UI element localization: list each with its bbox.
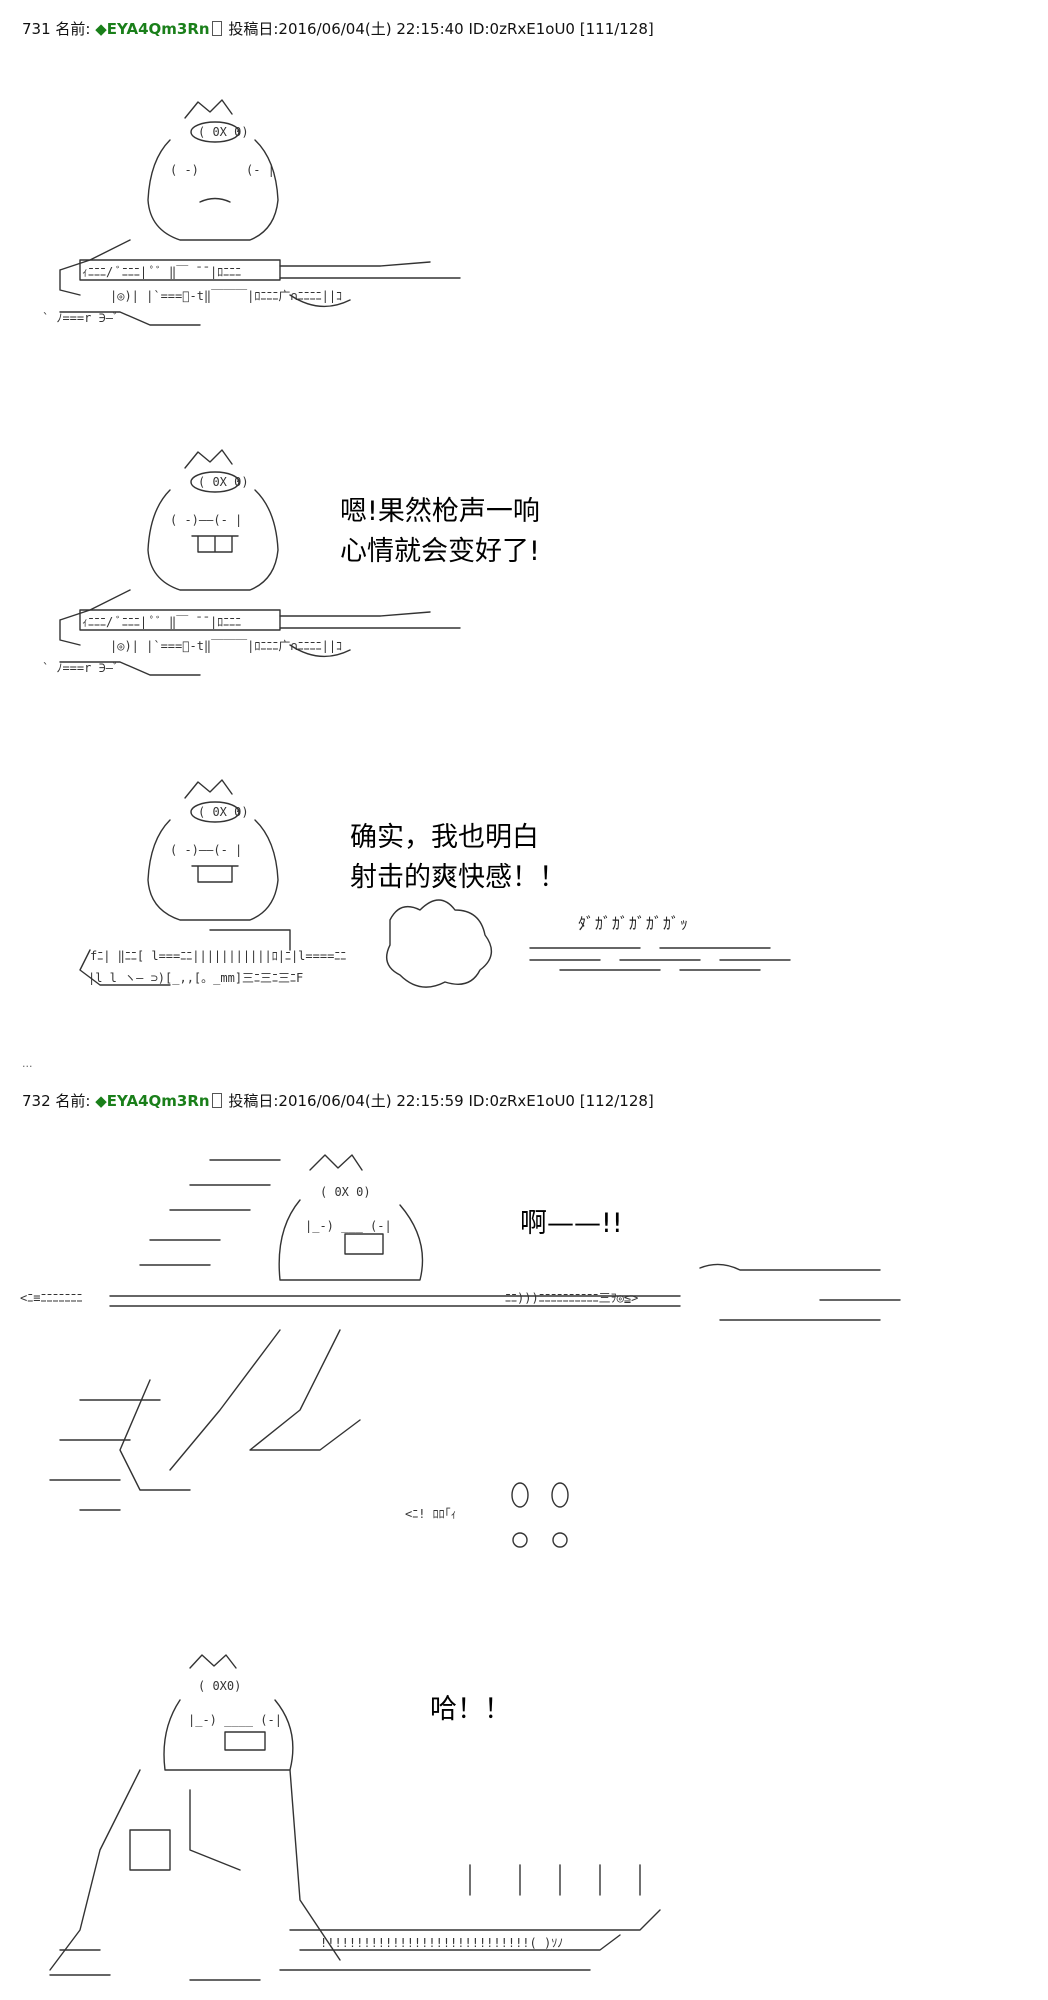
dialogue-panel-3: 确实，我也明白 射击的爽快感！！ [350,818,566,898]
poster-trip[interactable]: ◆EYA4Qm3Rn [95,20,210,38]
poster-id[interactable]: ID:0zRxE1oU0 [468,20,575,38]
svg-text:|◎)| |`===ﾞ-t‖￣￣￣|ﾛﾆﾆﾆ广∩ﾆﾆﾆﾆ||: |◎)| |`===ﾞ-t‖￣￣￣|ﾛﾆﾆﾆ广∩ﾆﾆﾆﾆ||ｺ [110,639,342,653]
post-header-732: 732 名前: ◆EYA4Qm3Rn 投稿日:2016/06/04(土) 22:… [22,1090,654,1111]
post-number: 732 [22,1092,51,1110]
ascii-art-panel-3: ( 0X 0) ( -)——(- | fﾆ| ‖ﾆﾆ[ l===ﾆﾆ||||||… [79,779,791,988]
dialogue-line: 确实，我也明白 [350,822,539,853]
post-count: [112/128] [579,1092,654,1110]
dialogue-line: 射击的爽快感！！ [350,862,566,893]
post-count: [111/128] [579,20,654,38]
svg-text:!!!!!!!!!!!!!!!!!!!!!!!!!!!!!(: !!!!!!!!!!!!!!!!!!!!!!!!!!!!!(_)ｿﾉ [320,1936,563,1950]
svg-text:<ﾆ! ﾛﾛ｢ｨ: <ﾆ! ﾛﾛ｢ｨ [405,1507,457,1521]
svg-text:fﾆ| ‖ﾆﾆ[ l===ﾆﾆ|||||||||||ﾛ|ﾆ|: fﾆ| ‖ﾆﾆ[ l===ﾆﾆ|||||||||||ﾛ|ﾆ|l====ﾆﾆ [90,949,346,963]
date-label: 投稿日: [228,20,279,38]
date-label: 投稿日: [228,1092,279,1110]
name-label: 名前: [55,1092,91,1110]
post-separator: ... [22,1057,33,1070]
post-number: 731 [22,20,51,38]
name-label: 名前: [55,20,91,38]
svg-text:( -): ( -) [170,163,199,177]
unknown-glyph-icon [211,21,222,36]
dialogue-panel-4: 啊——!! [520,1208,623,1239]
svg-text:|_-) ___ (-|: |_-) ___ (-| [305,1219,392,1233]
svg-text:` ﾉ===r ∋—ﾞ: ` ﾉ===r ∋—ﾞ [42,311,119,325]
svg-text:ﾆﾆ)))ﾆﾆﾆﾆﾆﾆﾆﾆﾆﾆ三ｦ◎≦>: ﾆﾆ)))ﾆﾆﾆﾆﾆﾆﾆﾆﾆﾆ三ｦ◎≦> [505,1291,638,1305]
svg-text:<ﾆ≡ﾆﾆﾆﾆﾆﾆﾆ: <ﾆ≡ﾆﾆﾆﾆﾆﾆﾆ [20,1291,82,1305]
dialogue-panel-2: 嗯!果然枪声一响 心情就会变好了! [340,492,540,572]
dialogue-line: 心情就会变好了! [340,536,540,567]
svg-text:( 0X 0): ( 0X 0) [320,1185,371,1199]
ascii-art-panel-5: ( 0X0) |_-) ____ (-| !!!!!!!!!!!!!!!!!!!… [49,1654,661,1981]
post-header-731: 731 名前: ◆EYA4Qm3Rn 投稿日:2016/06/04(土) 22:… [22,18,654,39]
dialogue-panel-5: 哈！！ [430,1694,511,1725]
svg-text:(- |: (- | [246,163,275,177]
unknown-glyph-icon [211,1093,222,1108]
svg-text:|l_l ヽ— ⊃)[_,,[。_mm]三ﾆ三ﾆ三ﾆF: |l_l ヽ— ⊃)[_,,[。_mm]三ﾆ三ﾆ三ﾆF [88,971,303,985]
poster-trip[interactable]: ◆EYA4Qm3Rn [95,1092,210,1110]
svg-text:( 0X 0): ( 0X 0) [198,805,249,819]
svg-text:` ﾉ===r ∋—ﾞ: ` ﾉ===r ∋—ﾞ [42,661,119,675]
ascii-art-panel-4: ( 0X 0) |_-) ___ (-| <ﾆ≡ﾆﾆﾆﾆﾆﾆﾆ ﾆﾆ)))ﾆﾆﾆ… [20,1154,901,1548]
ascii-art-panel-1: ( 0X 0) ( -) (- | ｨﾆﾆﾆ/ ﾞﾆﾆﾆ| ﾟﾞ ‖￣ ¯¯|ﾛ… [42,99,461,326]
svg-text:( -)——(- |: ( -)——(- | [170,843,242,857]
svg-text:ｨﾆﾆﾆ/ ﾞﾆﾆﾆ| ﾟﾞ ‖￣ ¯¯|ﾛﾆﾆﾆ: ｨﾆﾆﾆ/ ﾞﾆﾆﾆ| ﾟﾞ ‖￣ ¯¯|ﾛﾆﾆﾆ [82,615,241,629]
ascii-art-panel-2: ( 0X 0) ( -)——(- | ｨﾆﾆﾆ/ ﾞﾆﾆﾆ| ﾟﾞ ‖￣ ¯¯|… [42,449,461,676]
svg-text:|◎)| |`===ﾞ-t‖￣￣￣|ﾛﾆﾆﾆ广∩ﾆﾆﾆﾆ||: |◎)| |`===ﾞ-t‖￣￣￣|ﾛﾆﾆﾆ广∩ﾆﾆﾆﾆ||ｺ [110,289,342,303]
gunfire-sfx: ﾀﾞｶﾞｶﾞｶﾞｶﾞｶﾞｯ [578,914,690,933]
svg-text:( -)——(- |: ( -)——(- | [170,513,242,527]
post-date: 2016/06/04(土) 22:15:40 [278,20,464,38]
svg-text:( 0X 0): ( 0X 0) [198,125,249,139]
svg-text:( 0X0): ( 0X0) [198,1679,241,1693]
post-date: 2016/06/04(土) 22:15:59 [278,1092,464,1110]
svg-text:( 0X 0): ( 0X 0) [198,475,249,489]
poster-id[interactable]: ID:0zRxE1oU0 [468,1092,575,1110]
svg-text:|_-) ____ (-|: |_-) ____ (-| [188,1713,282,1727]
svg-text:ｨﾆﾆﾆ/ ﾞﾆﾆﾆ| ﾟﾞ ‖￣ ¯¯|ﾛﾆﾆﾆ: ｨﾆﾆﾆ/ ﾞﾆﾆﾆ| ﾟﾞ ‖￣ ¯¯|ﾛﾆﾆﾆ [82,265,241,279]
dialogue-line: 嗯!果然枪声一响 [340,496,540,527]
